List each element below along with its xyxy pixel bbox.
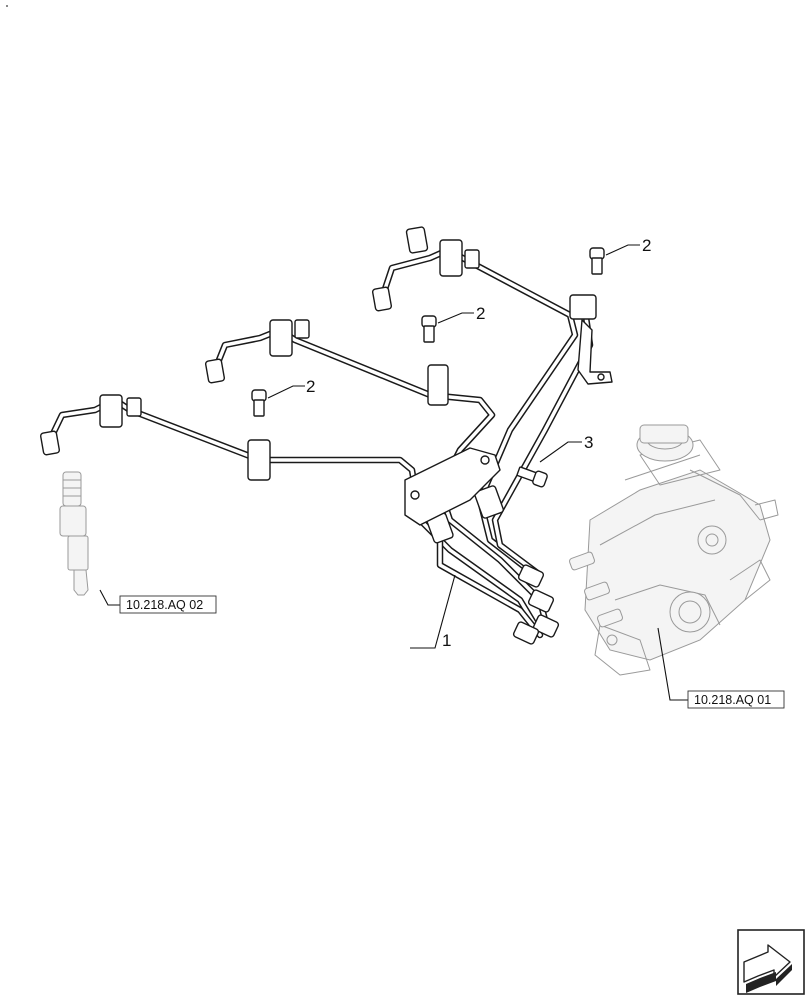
ref-leader-pump [657,627,688,701]
bolt-2-left [251,389,267,417]
callout-3: 3 [584,433,593,452]
corner-dot [6,5,8,7]
callout-leader-2-left [267,385,305,399]
injection-pump [569,424,779,676]
reference-injector[interactable]: 10.218.AQ 02 [119,595,217,614]
bolt-2-middle [421,315,437,343]
fuel-pipe-assembly [46,246,594,639]
callout-2-left: 2 [306,377,315,396]
mounting-bracket [404,319,613,526]
callout-leader-1 [410,574,456,649]
bolt-2-right [589,247,605,275]
callout-2-middle: 2 [476,304,485,323]
callout-leader-3 [539,441,582,463]
injector [59,471,89,596]
callout-leader-2-right [605,244,640,256]
bolt-3 [516,466,548,488]
callout-leader-2-middle [437,312,474,324]
callout-1: 1 [442,631,451,650]
pipe-clamps [99,239,597,544]
next-page-arrow-icon[interactable] [737,929,805,995]
reference-pump[interactable]: 10.218.AQ 01 [687,690,785,709]
pipe-end-fittings [39,226,560,645]
callout-2-right: 2 [642,236,651,255]
svg-text:10.218.AQ 01: 10.218.AQ 01 [694,693,771,707]
ref-leader-injector [99,589,120,606]
svg-text:10.218.AQ 02: 10.218.AQ 02 [126,598,203,612]
